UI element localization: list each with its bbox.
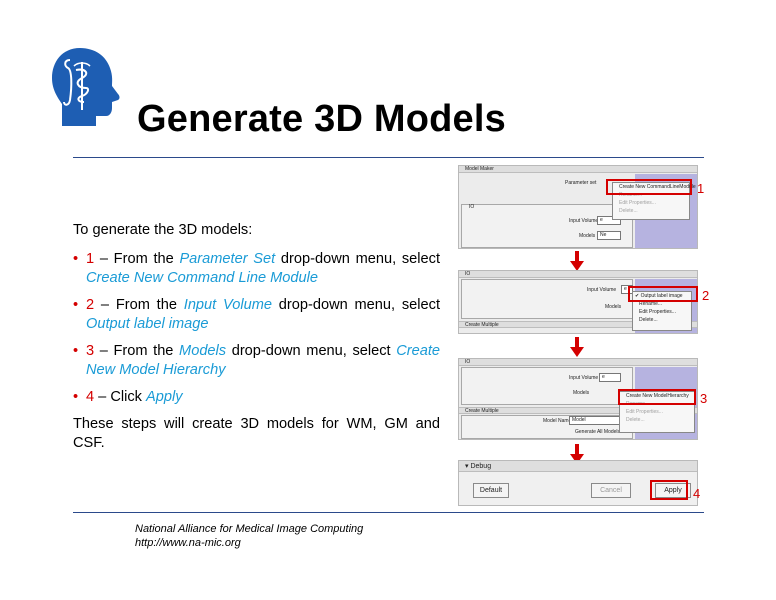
step-item-2: • 2 – From the Input Volume drop-down me… (73, 296, 440, 334)
debug-header: ▾ Debug (459, 461, 697, 472)
model-maker-header: Model Maker (459, 166, 697, 173)
down-arrow-icon (570, 444, 584, 464)
caduceus-icon (63, 59, 91, 110)
parameter-set-menu: Create New CommandLineModule Rename... E… (612, 182, 696, 220)
models-select[interactable]: Ne (597, 231, 621, 240)
screenshot-parameter-set: Model Maker Parameter set IO Input Volum… (458, 165, 698, 249)
menu-item-label: Output label image (640, 293, 683, 299)
step-text: – From the (94, 297, 184, 313)
input-volume-select[interactable]: e (597, 216, 621, 225)
io-label: IO (469, 204, 475, 210)
menu-item-create-new-model-hierarchy[interactable]: Create New ModelHierarchy (626, 393, 689, 399)
models-label: Models (579, 233, 596, 239)
slide-title: Generate 3D Models (137, 98, 506, 140)
step-label-1: 1 (697, 181, 705, 196)
input-volume-label: Input Volume (587, 287, 617, 293)
apply-button[interactable]: Apply (655, 483, 691, 498)
step-highlight: Parameter Set (179, 251, 276, 267)
step-highlight: Input Volume (183, 297, 272, 313)
io-group (461, 279, 633, 319)
menu-item-output-label-image[interactable]: ✔ Output label image (633, 292, 691, 300)
step-highlight: Apply (146, 389, 183, 405)
step-text: drop-down menu, select (271, 297, 440, 313)
footer: National Alliance for Medical Image Comp… (135, 522, 363, 550)
io-header: IO (459, 359, 697, 366)
step-label-2: 2 (702, 288, 710, 303)
step-highlight: Create New Command Line Module (86, 270, 318, 286)
menu-item-edit-properties[interactable]: Edit Properties... (639, 309, 676, 315)
menu-item-edit-properties[interactable]: Edit Properties... (619, 200, 656, 206)
step-item-1: • 1 – From the Parameter Set drop-down m… (73, 250, 440, 288)
down-arrow-icon (570, 337, 584, 357)
top-rule (73, 157, 704, 158)
input-volume-select[interactable]: e (599, 373, 621, 382)
input-volume-menu: ✔ Output label image Rename... Edit Prop… (632, 291, 692, 331)
debug-label: Debug (470, 463, 492, 470)
head-logo-icon (52, 48, 120, 126)
io-header: IO (459, 271, 697, 278)
menu-item-delete[interactable]: Delete... (626, 417, 645, 423)
down-arrow-icon (570, 251, 584, 271)
bullet: • (73, 297, 79, 313)
step-number: 1 (86, 251, 95, 267)
menu-item-rename[interactable]: Rename... (639, 301, 663, 307)
bullet: • (73, 251, 79, 267)
step-text: drop-down menu, select (226, 343, 397, 359)
input-volume-select[interactable]: e (621, 285, 633, 294)
menu-item-edit-properties[interactable]: Edit Properties... (626, 409, 663, 415)
create-multiple-header: Create Multiple (459, 321, 697, 328)
bullet: • (73, 343, 79, 359)
intro-text: To generate the 3D models: (73, 222, 253, 238)
step-number: 4 (86, 389, 95, 405)
step-highlight: Models (179, 343, 227, 359)
models-label: Models (605, 304, 622, 310)
generate-all-models-label: Generate All Models (575, 429, 621, 435)
menu-item-delete[interactable]: Delete... (639, 317, 658, 323)
highlight-box-4 (650, 480, 688, 500)
default-button[interactable]: Default (473, 483, 509, 498)
highlight-box-3 (618, 389, 696, 405)
models-label: Models (573, 390, 590, 396)
io-group (461, 204, 633, 248)
collapse-icon[interactable]: ▾ (465, 463, 471, 470)
step-text: – From the (94, 343, 180, 359)
screenshot-input-volume: IO Input Volume e Models Create Multiple… (458, 270, 698, 334)
input-volume-label: Input Volume (569, 375, 599, 381)
cancel-button[interactable]: Cancel (591, 483, 631, 498)
step-item-3: • 3 – From the Models drop-down menu, se… (73, 342, 440, 380)
step-text: – From the (94, 251, 180, 267)
step-number: 3 (86, 343, 95, 359)
step-item-4: • 4 – Click Apply (73, 388, 440, 407)
bottom-rule (73, 512, 704, 513)
menu-item-rename[interactable]: Rename... (619, 192, 643, 198)
model-name-label: Model Name (543, 418, 572, 424)
step-text: – Click (94, 389, 147, 405)
bullet: • (73, 389, 79, 405)
checkmark-icon: ✔ (635, 293, 640, 299)
highlight-box-2 (628, 286, 698, 302)
highlight-box-1 (606, 179, 692, 195)
step-text: drop-down menu, select (275, 251, 441, 267)
step-label-3: 3 (700, 391, 708, 406)
slide-content: To generate the 3D models: • 1 – From th… (73, 221, 440, 453)
menu-item-delete[interactable]: Delete... (619, 208, 638, 214)
step-highlight: Output label image (86, 316, 209, 332)
step-number: 2 (86, 297, 95, 313)
steps-list: • 1 – From the Parameter Set drop-down m… (73, 250, 440, 407)
menu-item-create-new-cli[interactable]: Create New CommandLineModule (619, 184, 696, 190)
input-volume-label: Input Volume (569, 218, 599, 224)
footer-url[interactable]: http://www.na-mic.org (135, 537, 241, 549)
step-label-4: 4 (693, 486, 701, 501)
outro-text: These steps will create 3D models for WM… (73, 416, 440, 451)
parameter-set-label: Parameter set (565, 180, 597, 186)
step-highlight: Create New Model Hierarchy (86, 343, 441, 378)
create-multiple-header: Create Multiple (459, 407, 697, 414)
footer-org: National Alliance for Medical Image Comp… (135, 523, 364, 535)
